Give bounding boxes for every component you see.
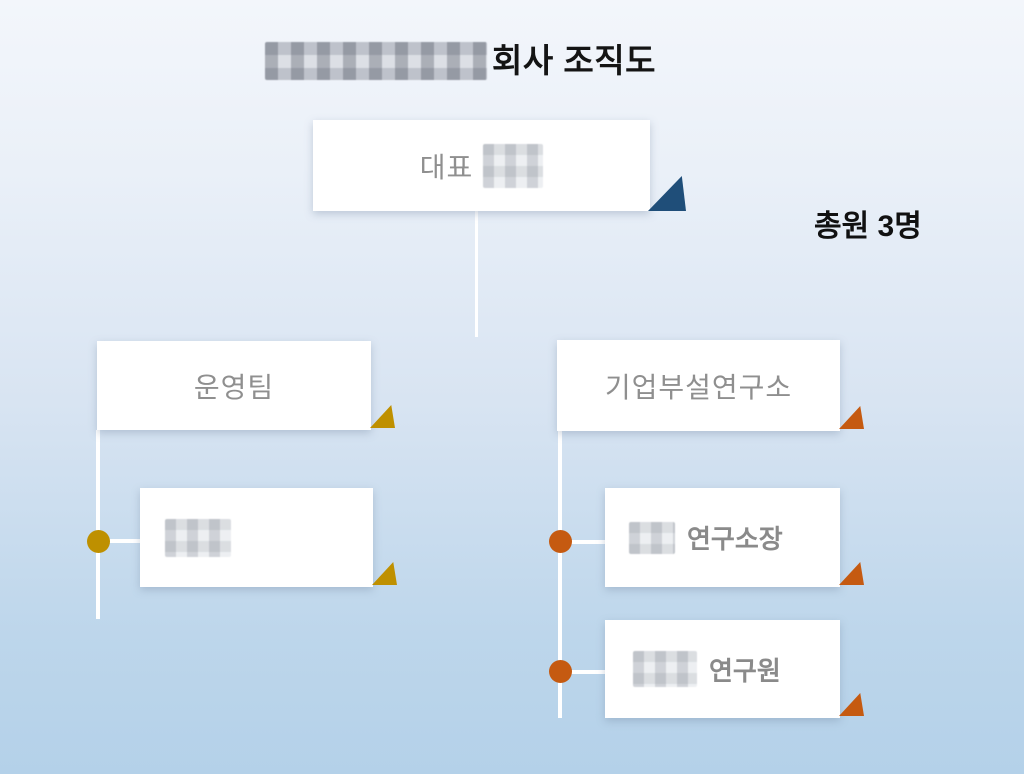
member-box-operations-1 <box>140 488 397 587</box>
team-research-label: 기업부설연구소 <box>604 371 793 403</box>
team-operations-label: 운영팀 <box>193 371 275 403</box>
connector-research-vertical <box>558 431 562 718</box>
slide-title-text: 회사 조직도 <box>492 42 656 79</box>
ceo-label-row: 대표 <box>313 120 650 211</box>
connector-dot-orange-1 <box>549 530 572 553</box>
member-title: 연구원 <box>709 655 781 686</box>
member-research-1-row: 연구소장 <box>605 488 840 587</box>
connector-operations-member-horizontal <box>100 539 141 543</box>
research-corner-flag-icon <box>839 406 864 429</box>
member-box-research-2: 연구원 <box>605 620 864 718</box>
member-box-research-1: 연구소장 <box>605 488 864 587</box>
member-operations-1-row <box>140 488 373 587</box>
slide-title: 회사 조직도 <box>265 41 656 81</box>
member-name-redacted <box>633 651 697 687</box>
ceo-label: 대표 <box>419 151 474 183</box>
member-corner-flag-icon <box>372 562 397 585</box>
connector-research-member2-horizontal <box>562 670 606 674</box>
operations-corner-flag-icon <box>370 405 395 428</box>
ceo-corner-flag-icon <box>648 176 686 211</box>
ceo-box: 대표 <box>313 120 686 211</box>
team-box-operations: 운영팀 <box>97 341 395 430</box>
member-name-redacted <box>629 521 675 554</box>
member-name-redacted <box>165 518 231 557</box>
member-corner-flag-icon <box>839 693 864 716</box>
connector-ceo-vertical <box>475 211 478 337</box>
connector-dot-gold <box>87 530 110 553</box>
member-research-2-row: 연구원 <box>605 620 840 718</box>
connector-research-member1-horizontal <box>562 540 606 544</box>
member-corner-flag-icon <box>839 562 864 585</box>
company-name-redacted <box>265 42 487 80</box>
ceo-name-redacted <box>483 143 544 188</box>
team-box-research: 기업부설연구소 <box>557 340 864 431</box>
connector-operations-vertical <box>96 430 100 619</box>
connector-dot-orange-2 <box>549 660 572 683</box>
headcount-label: 총원 3명 <box>814 210 922 243</box>
member-title: 연구소장 <box>687 524 783 554</box>
